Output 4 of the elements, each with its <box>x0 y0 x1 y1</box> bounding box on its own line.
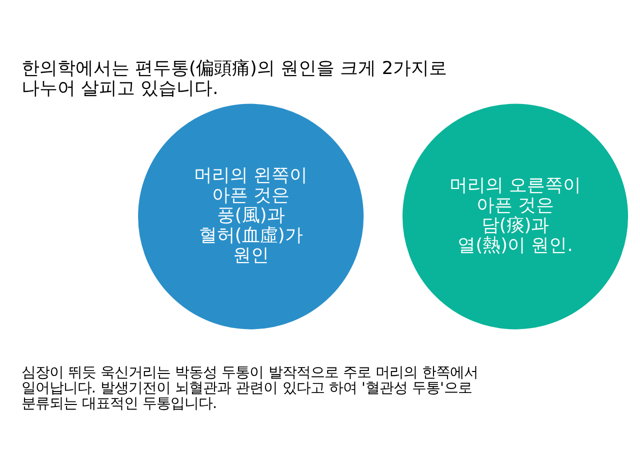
node-circle: 머리의 오른쪽이 아픈 것은 담(痰)과 열(熱)이 원인. <box>402 103 628 329</box>
node-circle: 머리의 왼쪽이 아픈 것은 풍(風)과 혈허(血虛)가 원인 <box>138 103 364 329</box>
diagram-title: 한의학에서는 편두통(偏頭痛)의 원인을 크게 2가지로 나누어 살피고 있습니다. <box>21 58 448 99</box>
label: 심장이 뛰듯 욱신거리는 박동성 두통이 발작적으로 주로 머리의 한쪽에서 일어납니다. 발생기전이 뇌혈관과 관련이 있다고 하여 '혈관성 두통'으로 분류되는 대표적인 두통입니다. <box>21 364 478 412</box>
